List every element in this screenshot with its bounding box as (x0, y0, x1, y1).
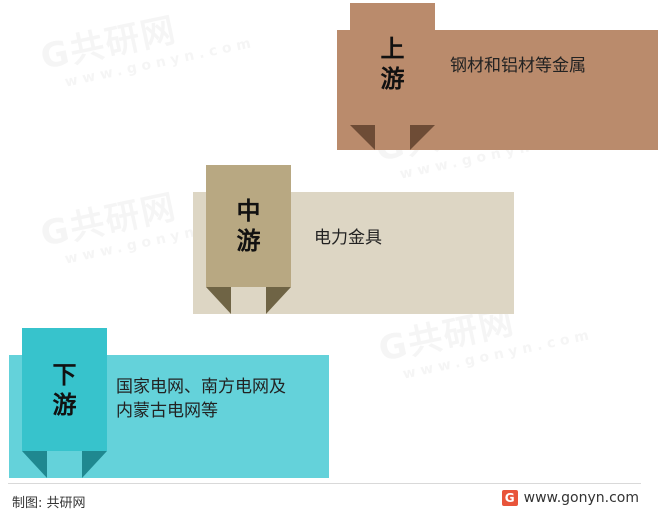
downstream-description-line-2: 内蒙古电网等 (116, 401, 218, 421)
upstream-tab-char-1: 上 (380, 35, 405, 63)
midstream-fold-left (206, 287, 231, 314)
downstream-description-line-1: 国家电网、南方电网及 (116, 377, 286, 397)
upstream-fold-left (350, 125, 375, 150)
upstream-tab: 上 游 (350, 3, 435, 125)
downstream-tab: 下 游 (22, 328, 107, 451)
midstream-fold-right (266, 287, 291, 314)
watermark: G共研网 www.gonyn.com (36, 0, 258, 94)
website-url: www.gonyn.com (523, 490, 639, 506)
midstream-description: 电力金具 (314, 228, 382, 248)
midstream-tab-char-2: 游 (236, 227, 261, 255)
upstream-description: 钢材和铝材等金属 (450, 56, 586, 76)
downstream-tab-char-1: 下 (52, 360, 77, 389)
footer-website: G www.gonyn.com (501, 490, 639, 506)
upstream-tab-char-2: 游 (380, 65, 405, 93)
downstream-description: 国家电网、南方电网及 内蒙古电网等 (116, 375, 286, 423)
downstream-fold-left (22, 451, 47, 478)
midstream-tab-char-1: 中 (236, 197, 261, 225)
midstream-tab: 中 游 (206, 165, 291, 287)
gonyn-logo-icon: G (501, 490, 518, 506)
upstream-fold-right (410, 125, 435, 150)
footer-divider (8, 483, 641, 484)
downstream-fold-right (82, 451, 107, 478)
source-credit: 制图: 共研网 (12, 496, 86, 511)
downstream-tab-char-2: 游 (52, 390, 77, 419)
